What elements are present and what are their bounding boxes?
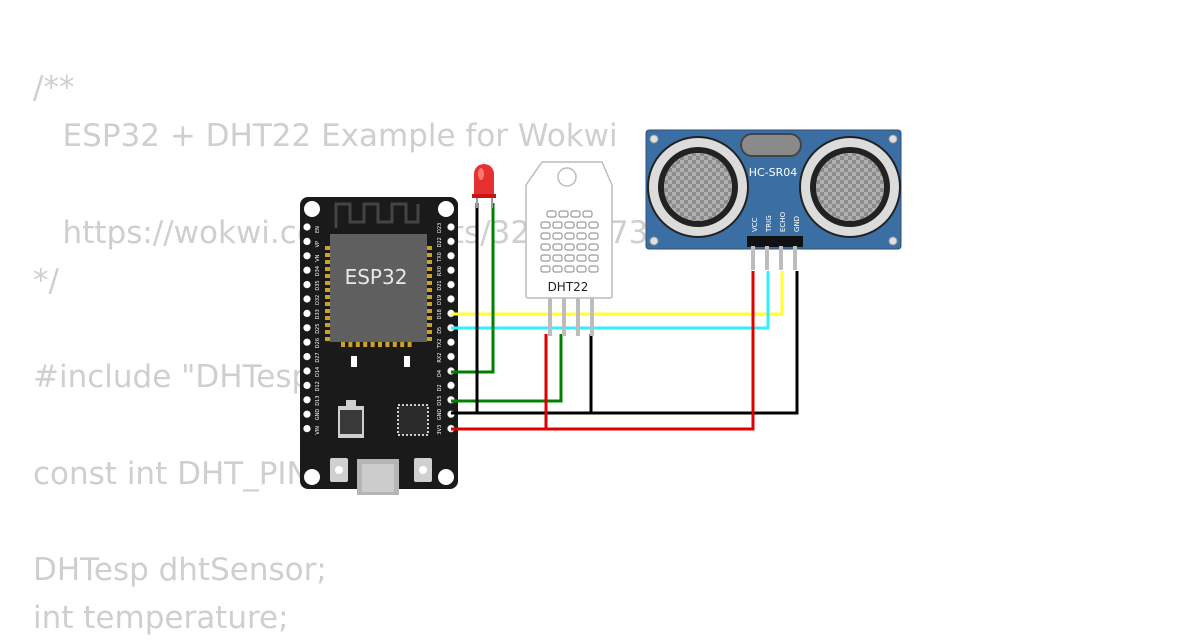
- pin-label-echo: ECHO: [779, 211, 787, 232]
- esp32-pin-label: D13: [315, 396, 321, 406]
- wire-led-green[interactable]: [451, 203, 495, 374]
- dht22-label: DHT22: [548, 280, 589, 294]
- esp32-pin-label: D34: [315, 266, 321, 276]
- esp32-pin[interactable]: [447, 280, 455, 289]
- esp32-pin[interactable]: [303, 324, 311, 332]
- esp32-pin[interactable]: [303, 223, 311, 231]
- esp32-pin-label: EN: [315, 226, 321, 233]
- dht22-grille: [540, 210, 599, 273]
- esp32-pin[interactable]: [447, 338, 455, 347]
- esp32-pin-label: D25: [315, 324, 321, 334]
- code-line: ESP32 + DHT22 Example for Wokwi: [33, 118, 618, 155]
- dht22-sensor[interactable]: DHT22: [525, 161, 613, 336]
- code-line: */: [33, 262, 59, 299]
- esp32-pin[interactable]: [303, 381, 311, 389]
- esp32-pin-label: D19: [437, 295, 443, 305]
- esp32-pin[interactable]: [303, 237, 311, 245]
- esp32-pin[interactable]: [303, 338, 311, 346]
- pin-label-gnd: GND: [793, 216, 801, 232]
- voltage-regulator: [338, 400, 364, 438]
- esp32-pin-label: D14: [315, 367, 321, 377]
- esp32-pin-label: TX0: [437, 252, 443, 263]
- esp32-pin[interactable]: [303, 281, 311, 289]
- esp32-pin-label: D18: [437, 309, 443, 319]
- wire-sonar-vcc-red[interactable]: [451, 271, 755, 431]
- esp32-pin[interactable]: [303, 309, 311, 317]
- wire-trig-yellow[interactable]: [451, 271, 784, 316]
- esp32-pin[interactable]: [447, 381, 455, 390]
- esp32-pin[interactable]: [447, 223, 455, 231]
- pin-label-trig: TRIG: [765, 215, 773, 233]
- esp32-pin[interactable]: [303, 425, 311, 433]
- esp32-pin-label: D2: [437, 384, 443, 391]
- esp32-pin-label: D12: [315, 381, 321, 391]
- boot-button[interactable]: [330, 458, 348, 482]
- esp32-pin-label: D23: [437, 223, 443, 233]
- esp32-pin[interactable]: [303, 367, 311, 375]
- esp32-pin-label: 3V3: [437, 425, 443, 435]
- wires: [451, 203, 799, 431]
- esp32-pin-label: GND: [437, 409, 443, 421]
- esp32-pin-label: D21: [437, 280, 443, 290]
- esp32-pin-label: D4: [437, 370, 443, 377]
- esp32-pin[interactable]: [303, 353, 311, 361]
- usb-chip: [397, 404, 429, 436]
- esp32-pin-label: D5: [437, 327, 443, 334]
- code-line: DHTesp dhtSensor;: [33, 551, 327, 588]
- esp32-pin-label: D27: [315, 352, 321, 362]
- transducer-left: [647, 136, 749, 238]
- esp32-pin[interactable]: [303, 295, 311, 303]
- esp32-pin[interactable]: [303, 266, 311, 274]
- code-line: /**: [33, 70, 75, 106]
- transducer-right: [799, 136, 901, 238]
- esp32-pin-label: TX2: [437, 339, 443, 350]
- hcsr04-pin-labels: VCC TRIG ECHO GND: [751, 211, 801, 233]
- en-button[interactable]: [414, 458, 432, 482]
- esp32-board[interactable]: ESP32 ENVPVND34D35D32D33D25D26D27D14D12D…: [300, 197, 458, 495]
- esp32-pin-label: VIN: [315, 426, 321, 435]
- esp32-pin-label: VN: [315, 254, 321, 261]
- esp32-pin-label: VP: [315, 241, 321, 247]
- esp32-pin[interactable]: [447, 266, 455, 275]
- esp32-pin[interactable]: [447, 251, 455, 260]
- wire-sonar-gnd-black[interactable]: [451, 271, 799, 415]
- esp32-pin[interactable]: [303, 410, 311, 418]
- esp32-pin[interactable]: [447, 295, 455, 303]
- esp32-pin[interactable]: [447, 352, 455, 361]
- module-pads: [325, 246, 432, 347]
- esp32-pin-label: D32: [315, 295, 321, 305]
- esp32-pin-label: D26: [315, 338, 321, 348]
- esp32-pin[interactable]: [303, 396, 311, 404]
- hcsr04-sensor[interactable]: HC-SR04 VCC TRIG ECHO GND: [645, 129, 902, 270]
- esp32-label: ESP32: [345, 265, 408, 289]
- esp32-pin-label: D33: [315, 309, 321, 319]
- esp32-pin-label: GND: [315, 409, 321, 421]
- pin-label-vcc: VCC: [751, 217, 759, 232]
- red-led[interactable]: [472, 164, 496, 208]
- esp32-pin[interactable]: [303, 252, 311, 260]
- esp32-module-shield: [330, 234, 427, 342]
- wire-dht-vcc-red[interactable]: [451, 334, 548, 431]
- esp32-pin[interactable]: [447, 237, 455, 246]
- esp32-pin-label: RX2: [437, 353, 443, 363]
- hcsr04-label: HC-SR04: [749, 166, 798, 179]
- hcsr04-header: [747, 236, 803, 270]
- esp32-pin-label: RX0: [437, 266, 443, 276]
- esp32-pin-label: D22: [437, 237, 443, 247]
- wire-dht-data-green[interactable]: [451, 334, 563, 403]
- esp32-pin-label: D15: [437, 396, 443, 406]
- esp32-pin-label: D35: [315, 280, 321, 290]
- wire-echo-cyan[interactable]: [451, 271, 770, 330]
